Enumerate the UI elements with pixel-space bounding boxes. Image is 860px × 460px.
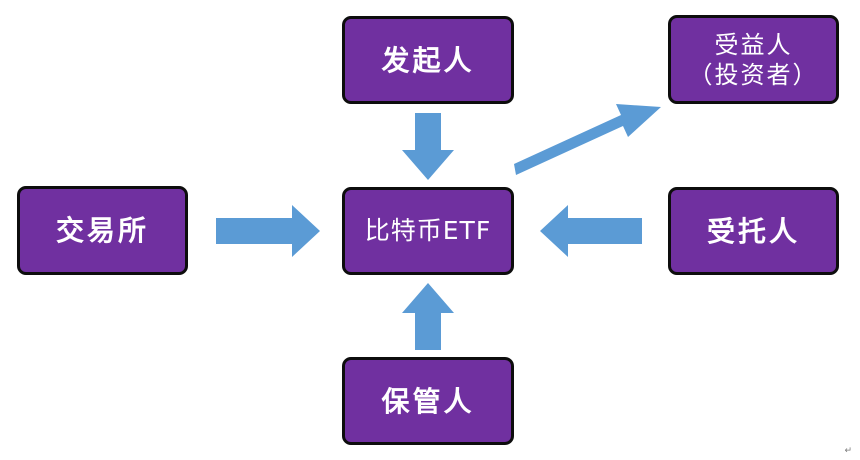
- arrow-sponsor-to-center: [402, 113, 454, 180]
- node-custodian: 保管人: [342, 357, 514, 445]
- node-sponsor-label: 发起人: [381, 43, 475, 77]
- paragraph-mark: ↵: [844, 446, 852, 456]
- node-beneficiary-label-line2: （投资者）: [688, 60, 819, 89]
- arrow-custodian-to-center: [402, 283, 454, 350]
- node-exchange: 交易所: [17, 186, 188, 275]
- node-exchange-label: 交易所: [55, 214, 149, 247]
- node-trustee: 受托人: [668, 187, 839, 275]
- arrow-trustee-to-center: [540, 205, 642, 257]
- node-bitcoin-etf: 比特币ETF: [342, 187, 514, 275]
- arrow-center-to-beneficiary: [514, 104, 661, 175]
- node-beneficiary: 受益人 （投资者）: [668, 15, 839, 104]
- node-sponsor: 发起人: [342, 16, 514, 104]
- node-beneficiary-label-line1: 受益人: [714, 30, 793, 59]
- node-bitcoin-etf-label: 比特币ETF: [364, 216, 492, 246]
- node-trustee-label: 受托人: [706, 214, 800, 248]
- arrow-exchange-to-center: [216, 205, 320, 257]
- node-custodian-label: 保管人: [381, 384, 475, 418]
